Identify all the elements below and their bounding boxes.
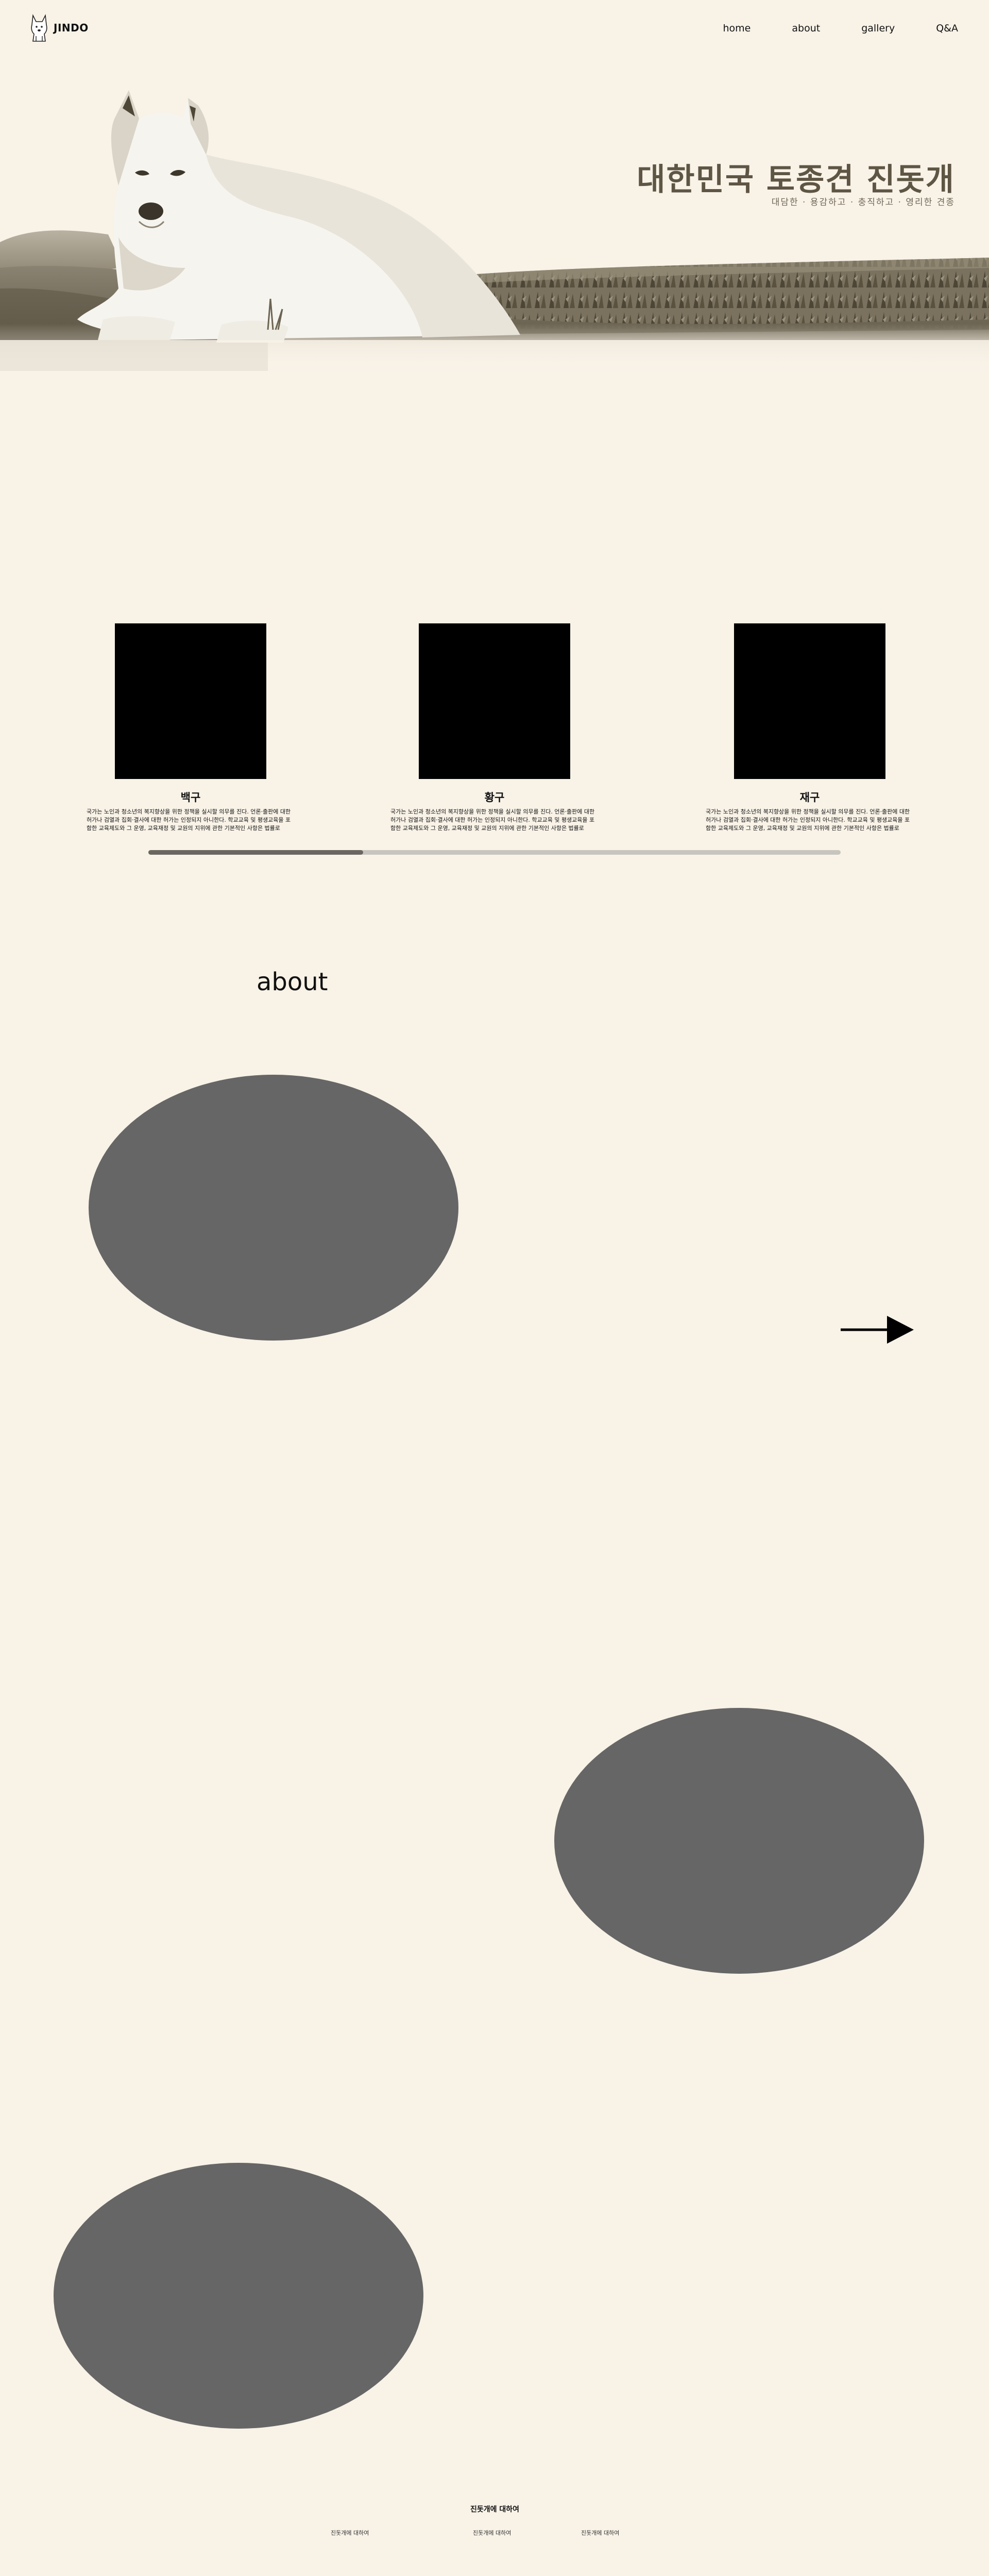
carousel-scrollbar-thumb[interactable] <box>148 850 363 855</box>
footer-link[interactable]: 진돗개에 대하여 <box>473 2530 511 2536</box>
logo-text: JINDO <box>54 22 89 34</box>
hero-illustration <box>0 90 989 371</box>
breed-card-description: 국가는 노인과 청소년의 복지향상을 위한 정책을 실시할 의무를 진다. 언론… <box>390 808 595 832</box>
site-header: JINDO home about gallery Q&A <box>0 0 989 57</box>
breed-card-title: 재구 <box>799 791 820 804</box>
hero-banner: 대한민국 토종견 진돗개 대담한 · 용감하고 · 충직하고 · 영리한 견종 <box>0 0 989 371</box>
logo-link[interactable]: JINDO <box>29 13 89 42</box>
about-image-placeholder <box>89 1075 458 1341</box>
nav-item-qa[interactable]: Q&A <box>936 23 958 34</box>
main-nav: home about gallery Q&A <box>723 23 959 34</box>
about-image-placeholder <box>554 1708 924 1974</box>
nav-item-gallery[interactable]: gallery <box>861 23 895 34</box>
footer-title: 진돗개에 대하여 <box>470 2505 520 2514</box>
next-arrow-icon[interactable] <box>840 1314 915 1346</box>
about-image-placeholder <box>54 2163 423 2429</box>
breed-image-placeholder <box>115 623 266 779</box>
site-footer: 진돗개에 대하여 진돗개에 대하여 진돗개에 대하여 진돗개에 대하여 <box>0 2504 989 2576</box>
nav-item-about[interactable]: about <box>792 23 821 34</box>
carousel-scrollbar[interactable] <box>148 850 841 855</box>
footer-link[interactable]: 진돗개에 대하여 <box>331 2530 369 2536</box>
breed-card-description: 국가는 노인과 청소년의 복지향상을 위한 정책을 실시할 의무를 진다. 언론… <box>706 808 910 832</box>
breed-card[interactable]: 재구 국가는 노인과 청소년의 복지향상을 위한 정책을 실시할 의무를 진다.… <box>702 623 918 833</box>
breed-card[interactable]: 황구 국가는 노인과 청소년의 복지향상을 위한 정책을 실시할 의무를 진다.… <box>386 623 603 833</box>
breed-card-title: 백구 <box>180 791 201 804</box>
about-heading: about <box>257 968 328 996</box>
dog-illustration <box>77 90 520 343</box>
nav-item-home[interactable]: home <box>723 23 751 34</box>
breed-image-placeholder <box>734 623 885 779</box>
footer-link[interactable]: 진돗개에 대하여 <box>581 2530 620 2536</box>
breed-card-description: 국가는 노인과 청소년의 복지향상을 위한 정책을 실시할 의무를 진다. 언론… <box>87 808 291 832</box>
hero-title: 대한민국 토종견 진돗개 <box>637 162 955 198</box>
breed-card-title: 황구 <box>484 791 505 804</box>
hero-subtitle: 대담한 · 용감하고 · 충직하고 · 영리한 견종 <box>771 197 955 208</box>
breed-cards-section: 백구 국가는 노인과 청소년의 복지향상을 위한 정책을 실시할 의무를 진다.… <box>0 623 989 840</box>
breed-card[interactable]: 백구 국가는 노인과 청소년의 복지향상을 위한 정책을 실시할 의무를 진다.… <box>82 623 299 833</box>
dog-logo-icon <box>31 14 47 42</box>
breed-image-placeholder <box>419 623 570 779</box>
